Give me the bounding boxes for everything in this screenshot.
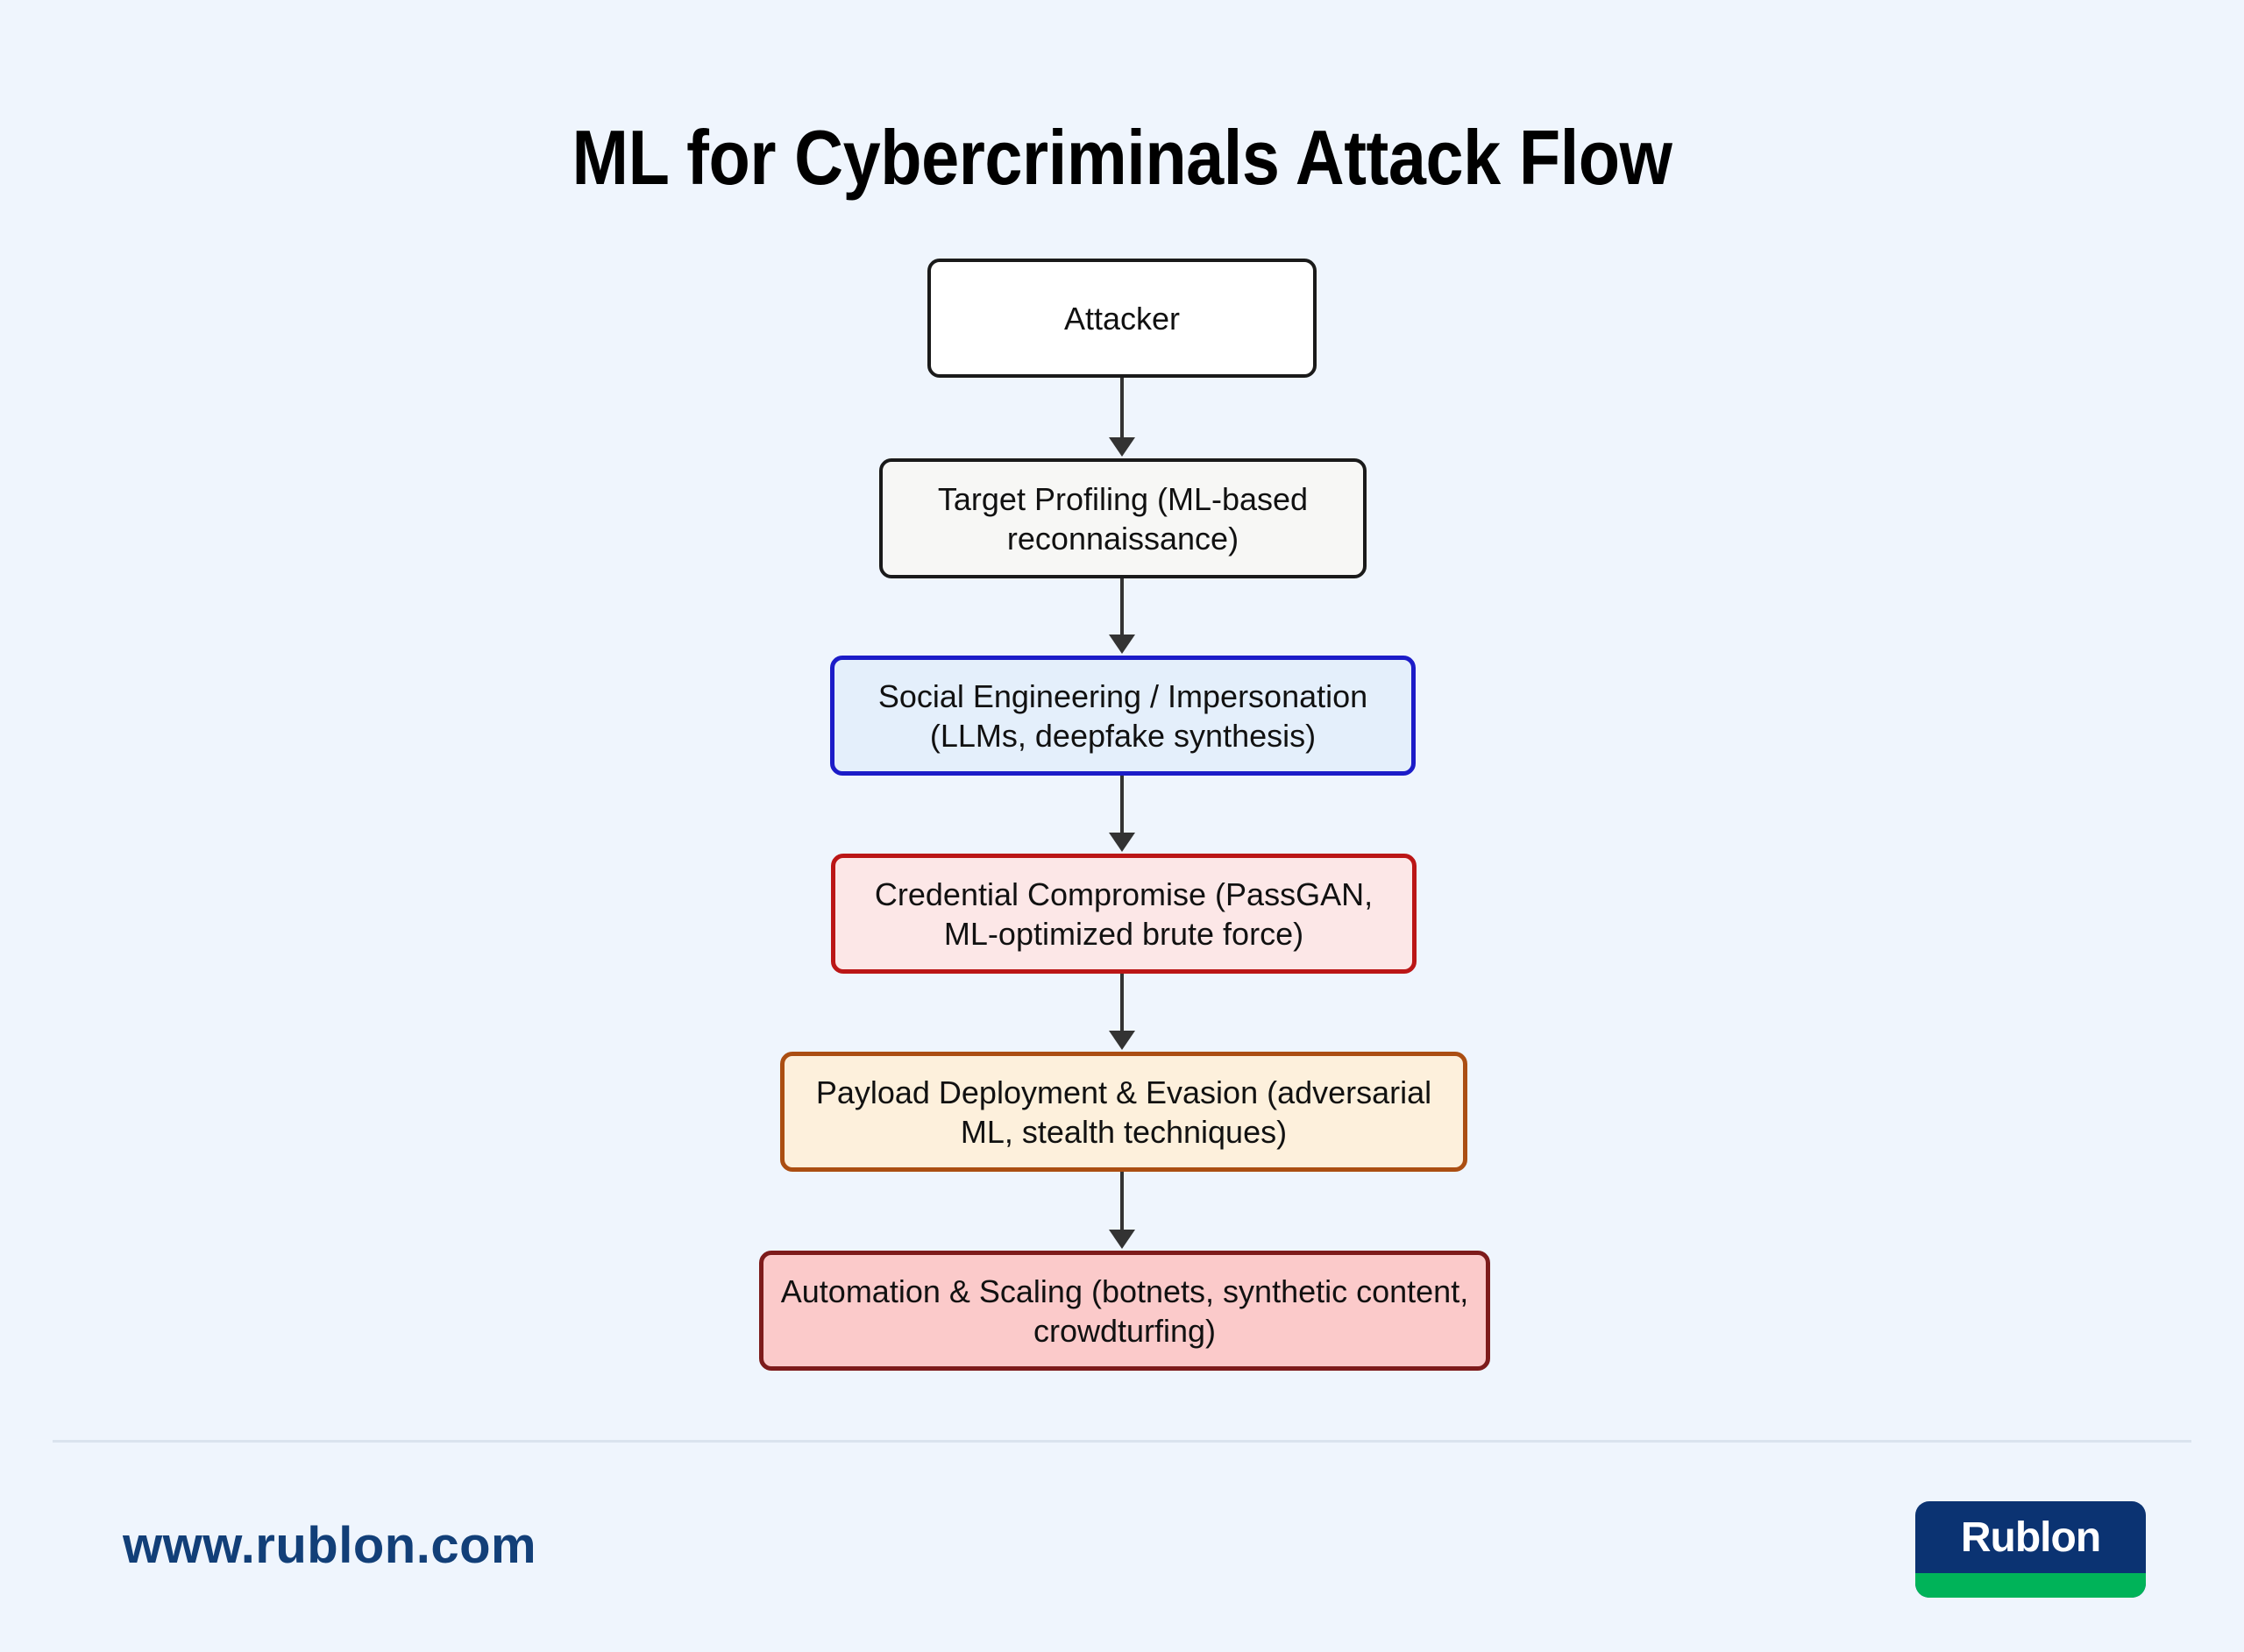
flow-node-social-engineering[interactable]: Social Engineering / Impersonation (LLMs… <box>830 656 1416 776</box>
rublon-logo-wordmark: Rublon <box>1960 1514 2101 1561</box>
arrowhead-down-icon <box>1109 635 1135 654</box>
flow-node-attacker-label: Attacker <box>1063 300 1181 337</box>
flow-node-payload-deployment[interactable]: Payload Deployment & Evasion (adversaria… <box>780 1052 1467 1172</box>
arrowhead-down-icon <box>1109 1031 1135 1050</box>
rublon-logo[interactable]: Rublon <box>1915 1501 2146 1598</box>
arrowhead-down-icon <box>1109 1230 1135 1249</box>
flow-node-payload-deployment-label: Payload Deployment & Evasion (adversaria… <box>815 1074 1432 1150</box>
arrowhead-down-icon <box>1109 833 1135 852</box>
arrowhead-down-icon <box>1109 437 1135 457</box>
flowchart-canvas: Attacker Target Profiling (ML-based reco… <box>759 259 1490 1371</box>
page-title: ML for Cybercriminals Attack Flow <box>572 113 1672 201</box>
footer-divider <box>53 1440 2191 1443</box>
flow-node-attacker[interactable]: Attacker <box>927 259 1317 378</box>
flow-node-automation-scaling-label: Automation & Scaling (botnets, synthetic… <box>780 1273 1469 1349</box>
flow-node-target-profiling-label: Target Profiling (ML-based reconnaissanc… <box>937 480 1309 557</box>
flow-node-social-engineering-label: Social Engineering / Impersonation (LLMs… <box>877 677 1368 754</box>
connector-credential-to-payload <box>1120 974 1124 1032</box>
flow-node-credential-compromise-label: Credential Compromise (PassGAN, ML-optim… <box>874 876 1374 952</box>
rublon-logo-accent-bar <box>1915 1573 2146 1598</box>
footer-website-url[interactable]: www.rublon.com <box>123 1517 537 1574</box>
connector-social-to-credential <box>1120 776 1124 834</box>
connector-profiling-to-social <box>1120 578 1124 636</box>
flow-node-automation-scaling[interactable]: Automation & Scaling (botnets, synthetic… <box>759 1251 1490 1371</box>
flow-node-target-profiling[interactable]: Target Profiling (ML-based reconnaissanc… <box>879 458 1367 578</box>
connector-payload-to-automation <box>1120 1172 1124 1231</box>
connector-attacker-to-profiling <box>1120 378 1124 439</box>
flow-node-credential-compromise[interactable]: Credential Compromise (PassGAN, ML-optim… <box>831 854 1417 974</box>
